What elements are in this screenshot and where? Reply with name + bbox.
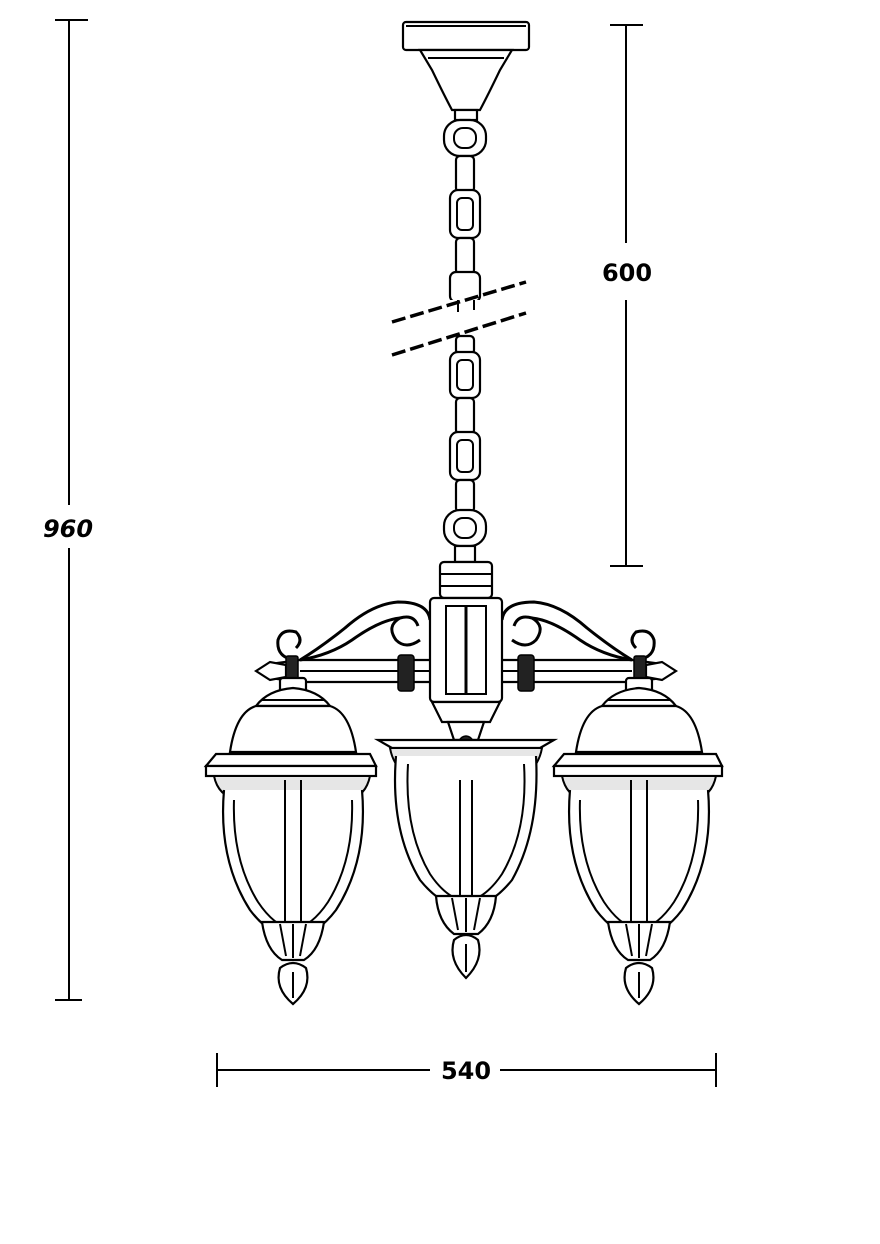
width-dimension-label: 540 xyxy=(441,1057,491,1085)
height-dimension-label: 960 xyxy=(43,515,93,543)
width-dimension: 540 xyxy=(216,1053,717,1087)
ceiling-canopy xyxy=(401,20,531,122)
chain-lower xyxy=(442,334,488,564)
chain-break-mark xyxy=(391,280,527,357)
right-lantern xyxy=(551,676,724,1006)
center-lantern xyxy=(373,738,559,980)
chain-dimension-label: 600 xyxy=(602,259,652,287)
chain-dimension: 600 xyxy=(602,24,652,567)
chain-upper xyxy=(442,118,488,304)
height-dimension: 960 xyxy=(43,19,93,1001)
central-column xyxy=(428,560,504,784)
left-lantern xyxy=(203,676,378,1006)
